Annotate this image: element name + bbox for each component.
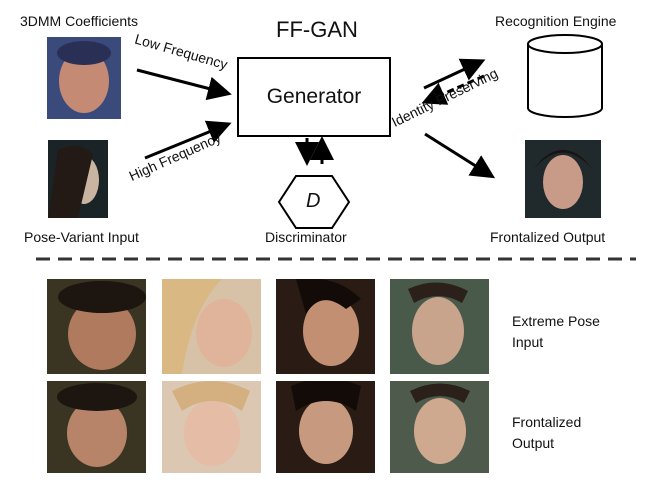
discriminator-symbol: D [306,190,321,212]
coefficients-label: 3DMM Coefficients [20,13,139,29]
recognition-engine-cylinder [527,34,603,118]
extreme-pose-face-1 [47,279,146,374]
high-frequency-label: High Frequency [126,129,224,184]
extreme-pose-face-3 [276,279,375,374]
diagram-title: FF-GAN [276,17,358,42]
frontalized-output-label: Frontalized Output [490,229,606,245]
low-frequency-arrow [136,68,232,101]
pose-input-label: Pose-Variant Input [24,229,139,245]
frontalized-face-2 [162,381,261,473]
frontalized-face-image [525,140,601,218]
frontalized-caption: Frontalized Output [512,412,581,454]
extreme-pose-caption-line1: Extreme Pose [512,313,600,329]
recognition-label: Recognition Engine [495,13,617,29]
low-frequency-label: Low Frequency [133,30,230,73]
discriminator-label: Discriminator [265,229,347,245]
generator-label: Generator [266,85,362,108]
frontalized-face-4 [390,381,489,473]
output-arrow [424,132,496,179]
frontalized-caption-line2: Output [512,435,555,451]
identity-preserving-label: Identity Preserving [388,64,501,130]
extreme-pose-caption: Extreme Pose Input [512,311,600,353]
pose-variant-face-image [48,140,108,218]
frontalized-caption-line1: Frontalized [512,414,582,430]
extreme-pose-face-2 [162,279,261,374]
generator-box: Generator [237,57,391,137]
frontalized-face-1 [47,381,146,473]
3dmm-face-image [47,37,121,119]
extreme-pose-caption-line2: Input [512,334,544,350]
frontalized-face-3 [276,381,375,473]
extreme-pose-face-4 [390,279,489,374]
